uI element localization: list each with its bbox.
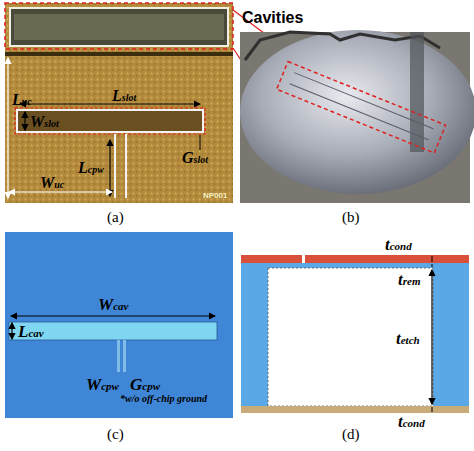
dimension-label: tcond bbox=[385, 236, 412, 253]
dimension-label: Wslot bbox=[30, 114, 59, 130]
panel-label: (c) bbox=[107, 427, 124, 442]
dimension-label: tcond bbox=[398, 413, 425, 430]
dimension-label: Wuc bbox=[40, 175, 64, 191]
dimension-label: trem bbox=[398, 271, 420, 288]
note-label: *w/o off-chip ground bbox=[120, 394, 207, 404]
panel-label: (a) bbox=[107, 210, 124, 225]
dimension-label: Wcav bbox=[98, 296, 128, 313]
panel-label: (b) bbox=[342, 210, 360, 225]
dimension-label: Gslot bbox=[182, 150, 208, 166]
dimension-label: Lslot bbox=[112, 88, 136, 104]
dimension-label: Gcpw bbox=[130, 376, 160, 393]
dimension-label: Lcpw bbox=[78, 160, 104, 176]
dimension-label: Lcav bbox=[18, 323, 44, 340]
watermark-label: NP001 bbox=[203, 192, 227, 200]
dimension-label: Luc bbox=[12, 92, 32, 108]
panel-label: (d) bbox=[342, 427, 360, 442]
dimension-label: Wcpw bbox=[86, 376, 119, 393]
callout-label: Cavities bbox=[242, 10, 303, 26]
dimension-label: tetch bbox=[396, 330, 420, 347]
